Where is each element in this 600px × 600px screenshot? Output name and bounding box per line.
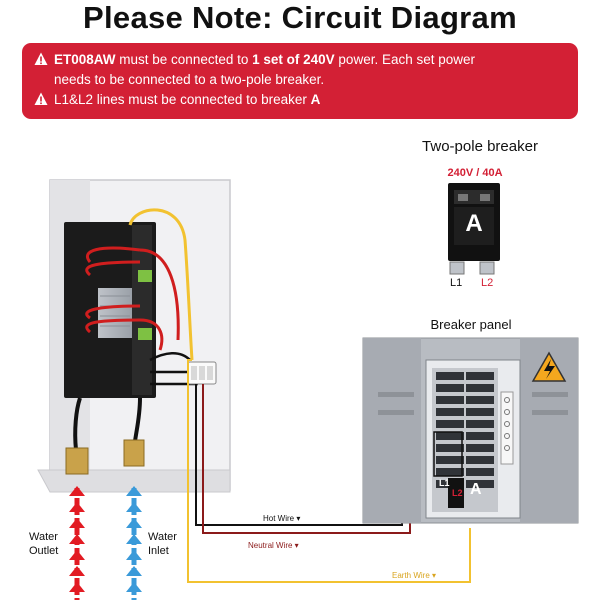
breaker-title: Two-pole breaker xyxy=(422,138,538,155)
panel-l1-label: L1 xyxy=(439,478,450,488)
model-name: ET008AW xyxy=(54,52,116,67)
high-voltage-icon xyxy=(531,351,567,382)
panel-breaker-a xyxy=(448,478,464,508)
breaker-l1-label: L1 xyxy=(450,277,463,289)
water-heater xyxy=(37,179,231,493)
breaker-rating: 240V / 40A xyxy=(447,167,503,179)
water-inlet-label: Water Inlet xyxy=(148,531,177,557)
warning-banner: ET008AW must be connected to 1 set of 24… xyxy=(22,43,578,119)
banner-line-2: L1&L2 lines must be connected to breaker… xyxy=(34,90,566,110)
breaker-l2-label: L2 xyxy=(481,277,494,289)
panel-title: Breaker panel xyxy=(430,317,512,332)
earth-wire-label: Earth Wire ▾ xyxy=(392,571,437,580)
banner-line-1-cont: needs to be connected to a two-pole brea… xyxy=(54,72,325,87)
warning-icon xyxy=(34,92,48,105)
water-inlet-arrow xyxy=(126,486,142,600)
water-outlet-arrow xyxy=(69,486,85,600)
page-title: Please Note: Circuit Diagram xyxy=(83,0,517,35)
two-pole-breaker xyxy=(448,183,500,275)
warning-icon xyxy=(34,52,48,65)
panel-breaker-rows xyxy=(436,370,494,510)
inlet-fitting xyxy=(123,439,145,467)
outlet-fitting xyxy=(65,447,89,475)
breaker-panel xyxy=(362,337,579,524)
panel-l2-label: L2 xyxy=(452,488,463,498)
breaker-letter: A xyxy=(465,210,483,237)
banner-line-1: ET008AW must be connected to 1 set of 24… xyxy=(34,50,566,70)
hot-wire-label: Hot Wire ▾ xyxy=(263,514,301,523)
water-outlet-label: Water Outlet xyxy=(29,531,59,557)
neutral-wire-label: Neutral Wire ▾ xyxy=(248,541,299,550)
panel-letter: A xyxy=(470,481,482,498)
earth-wire xyxy=(187,359,471,583)
